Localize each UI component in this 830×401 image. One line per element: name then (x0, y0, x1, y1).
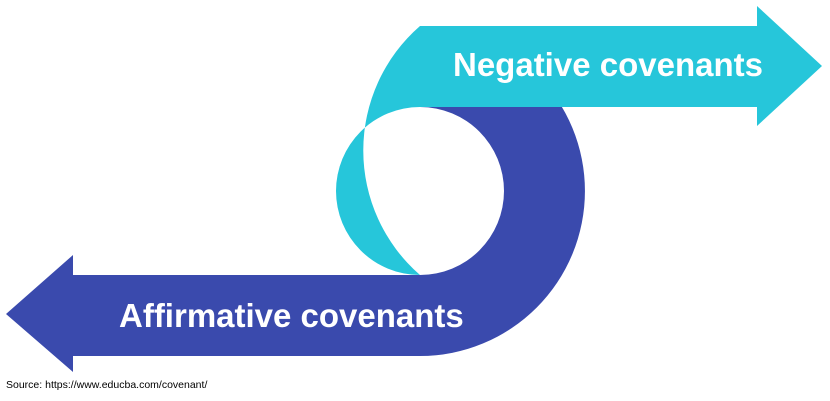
source-caption: Source: https://www.educba.com/covenant/ (6, 379, 208, 391)
affirmative-covenants-label: Affirmative covenants (119, 297, 464, 334)
negative-covenants-arrow (336, 6, 822, 275)
affirmative-covenants-arrow (6, 26, 585, 372)
negative-covenants-label: Negative covenants (453, 46, 763, 83)
